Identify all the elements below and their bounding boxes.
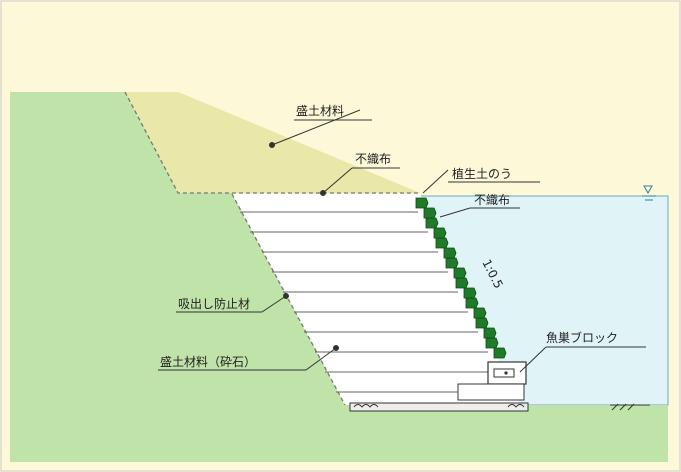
- suction-prevention-dashed-line: [231, 193, 346, 406]
- vegetation-bag: [485, 337, 499, 349]
- vegetation-bag: [425, 217, 439, 229]
- vegetation-bag: [443, 247, 457, 259]
- gravel-left: [353, 404, 379, 408]
- vegetation-bag: [493, 347, 507, 359]
- label-fish-block: 魚巣ブロック: [546, 330, 618, 345]
- label-suction-prevention: 吸出し防止材: [178, 296, 250, 311]
- vegetation-bag: [415, 197, 429, 209]
- vegetation-bag: [423, 207, 437, 219]
- vegetation-bag: [463, 287, 477, 299]
- leader-lines: [261, 109, 547, 373]
- vegetation-bag: [465, 297, 479, 309]
- vegetation-bags: [415, 197, 507, 359]
- vegetation-bag: [483, 327, 497, 339]
- vegetation-bag: [435, 237, 449, 249]
- water-level-symbol: [642, 185, 656, 201]
- label-nonwoven-right: 不織布: [474, 193, 510, 207]
- vegetation-bag: [473, 307, 487, 319]
- vegetation-bag: [445, 257, 459, 269]
- fish-block-opening: [493, 368, 515, 378]
- vegetation-bag: [433, 227, 447, 239]
- riverbed-hatch: [610, 403, 650, 411]
- label-nonwoven-upper: 不織布: [355, 152, 391, 166]
- fish-block-dot: [504, 371, 508, 375]
- gravel-right: [507, 404, 525, 408]
- fish-nest-block: [457, 361, 527, 401]
- vegetation-bag: [453, 267, 467, 279]
- label-fill-material: 盛土材料: [296, 103, 344, 118]
- foundation-strip-body: [349, 402, 529, 412]
- foundation-strip: [349, 402, 529, 412]
- label-fill-material-crushed: 盛土材料（砕石）: [160, 354, 256, 369]
- vegetation-bag: [455, 277, 469, 289]
- label-vegetation-bags: 植生土のう: [452, 166, 512, 181]
- fish-block-base: [457, 383, 525, 401]
- vegetation-bag: [475, 317, 489, 329]
- reinforcement-lines: [240, 211, 508, 393]
- nonwoven-dashed-line: [124, 91, 420, 194]
